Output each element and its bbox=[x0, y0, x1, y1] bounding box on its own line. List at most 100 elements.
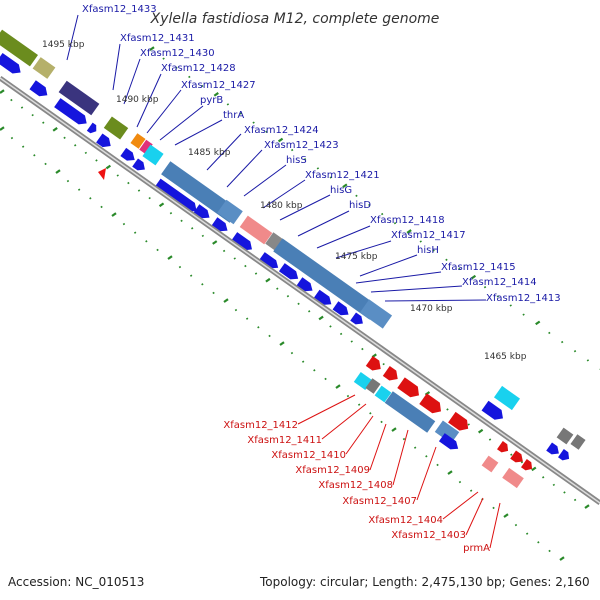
scale-tick bbox=[239, 112, 242, 115]
scale-tick bbox=[55, 169, 61, 174]
scale-tick bbox=[158, 202, 165, 208]
scale-tick bbox=[413, 446, 417, 449]
leader-line bbox=[335, 240, 392, 259]
kbp-position-label: 1490 kbp bbox=[116, 95, 159, 105]
scale-tick bbox=[483, 286, 487, 289]
scale-tick bbox=[175, 66, 178, 69]
scale-tick bbox=[393, 222, 397, 225]
cds-block bbox=[217, 199, 243, 225]
reverse-gene-label: Xfasm12_1408 bbox=[318, 480, 393, 491]
leader-line bbox=[465, 497, 484, 536]
accession-text: Accession: NC_010513 bbox=[8, 575, 145, 589]
scale-tick bbox=[520, 461, 524, 464]
scale-tick bbox=[503, 513, 509, 518]
scale-tick bbox=[10, 136, 14, 140]
scale-tick bbox=[357, 403, 361, 406]
cds-block bbox=[434, 420, 460, 444]
scale-tick bbox=[436, 463, 439, 467]
scale-tick bbox=[509, 304, 512, 307]
gene-arrow-reverse bbox=[497, 441, 509, 453]
cds-block bbox=[32, 57, 56, 79]
scale-tick bbox=[522, 313, 525, 316]
reverse-gene-label: Xfasm12_1403 bbox=[391, 530, 466, 541]
leader-line bbox=[316, 225, 371, 249]
scale-tick bbox=[122, 222, 126, 226]
scale-tick bbox=[510, 453, 513, 456]
scale-tick bbox=[478, 428, 484, 434]
scale-tick bbox=[535, 320, 541, 326]
scale-tick bbox=[167, 255, 173, 260]
leader-line bbox=[66, 14, 79, 61]
scale-tick bbox=[148, 196, 151, 200]
gene-arrow bbox=[54, 98, 87, 125]
scale-tick bbox=[105, 164, 111, 170]
forward-gene-label: Xfasm12_1414 bbox=[462, 277, 537, 288]
scale-tick bbox=[244, 264, 247, 268]
scale-tick bbox=[548, 549, 551, 553]
scale-tick bbox=[369, 412, 372, 415]
leader-line bbox=[297, 210, 350, 237]
scale-tick bbox=[180, 219, 183, 222]
leader-line bbox=[146, 89, 182, 134]
forward-gene-label: Xfasm12_1433 bbox=[82, 4, 157, 15]
scale-tick bbox=[531, 466, 537, 472]
scale-tick bbox=[469, 489, 473, 492]
leader-line bbox=[136, 73, 162, 128]
scale-tick bbox=[189, 274, 193, 277]
gene-arrow bbox=[481, 400, 503, 420]
scale-tick bbox=[201, 234, 205, 238]
scale-tick bbox=[200, 84, 204, 88]
scale-tick bbox=[458, 480, 462, 484]
scale-tick bbox=[234, 308, 238, 312]
forward-gene-label: Xfasm12_1424 bbox=[244, 125, 319, 136]
scale-tick bbox=[0, 126, 5, 131]
forward-gene-label: Xfasm12_1428 bbox=[161, 63, 236, 74]
scale-tick bbox=[552, 483, 556, 487]
scale-tick bbox=[149, 46, 155, 51]
leader-line bbox=[226, 149, 263, 188]
forward-gene-label: hisH bbox=[417, 245, 439, 256]
strand-marker-icon bbox=[98, 168, 106, 180]
gene-arrow bbox=[154, 178, 197, 212]
gene-arrow bbox=[29, 80, 48, 97]
leader-line bbox=[489, 502, 501, 549]
scale-tick bbox=[0, 89, 5, 94]
scale-tick bbox=[226, 103, 230, 106]
forward-gene-label: Xfasm12_1418 bbox=[370, 215, 445, 226]
scale-tick bbox=[257, 326, 260, 329]
scale-tick bbox=[212, 291, 215, 295]
scale-tick bbox=[346, 394, 350, 398]
scale-tick bbox=[355, 194, 358, 197]
reverse-gene-label: prmA bbox=[463, 543, 490, 554]
scale-tick bbox=[542, 476, 545, 479]
scale-tick bbox=[584, 504, 590, 509]
reverse-gene-label: Xfasm12_1404 bbox=[368, 515, 443, 526]
scale-tick bbox=[350, 340, 353, 343]
scale-tick bbox=[169, 212, 173, 215]
gene-arrow bbox=[332, 301, 349, 316]
forward-gene-label: pyrB bbox=[200, 95, 223, 106]
scale-tick bbox=[308, 310, 311, 313]
scale-tick bbox=[268, 334, 271, 338]
scale-tick bbox=[290, 351, 294, 355]
leader-line bbox=[123, 58, 141, 105]
scale-tick bbox=[380, 420, 383, 424]
scale-tick bbox=[492, 506, 495, 510]
scale-tick bbox=[467, 423, 470, 426]
leader-line bbox=[355, 271, 442, 284]
gene-arrow-reverse bbox=[448, 411, 469, 431]
scale-tick bbox=[222, 249, 226, 253]
cds-block bbox=[481, 455, 499, 473]
scale-tick bbox=[213, 92, 219, 97]
scale-tick bbox=[318, 315, 324, 321]
kbp-position-label: 1465 kbp bbox=[484, 352, 527, 362]
scale-tick bbox=[329, 176, 332, 179]
leader-line bbox=[321, 403, 367, 440]
forward-gene-label: hisG bbox=[330, 185, 352, 196]
gene-arrow bbox=[230, 232, 252, 251]
scale-tick bbox=[548, 331, 551, 335]
scale-tick bbox=[74, 144, 77, 147]
scale-tick bbox=[137, 189, 141, 192]
cds-block bbox=[273, 238, 379, 320]
leader-line bbox=[384, 299, 487, 302]
